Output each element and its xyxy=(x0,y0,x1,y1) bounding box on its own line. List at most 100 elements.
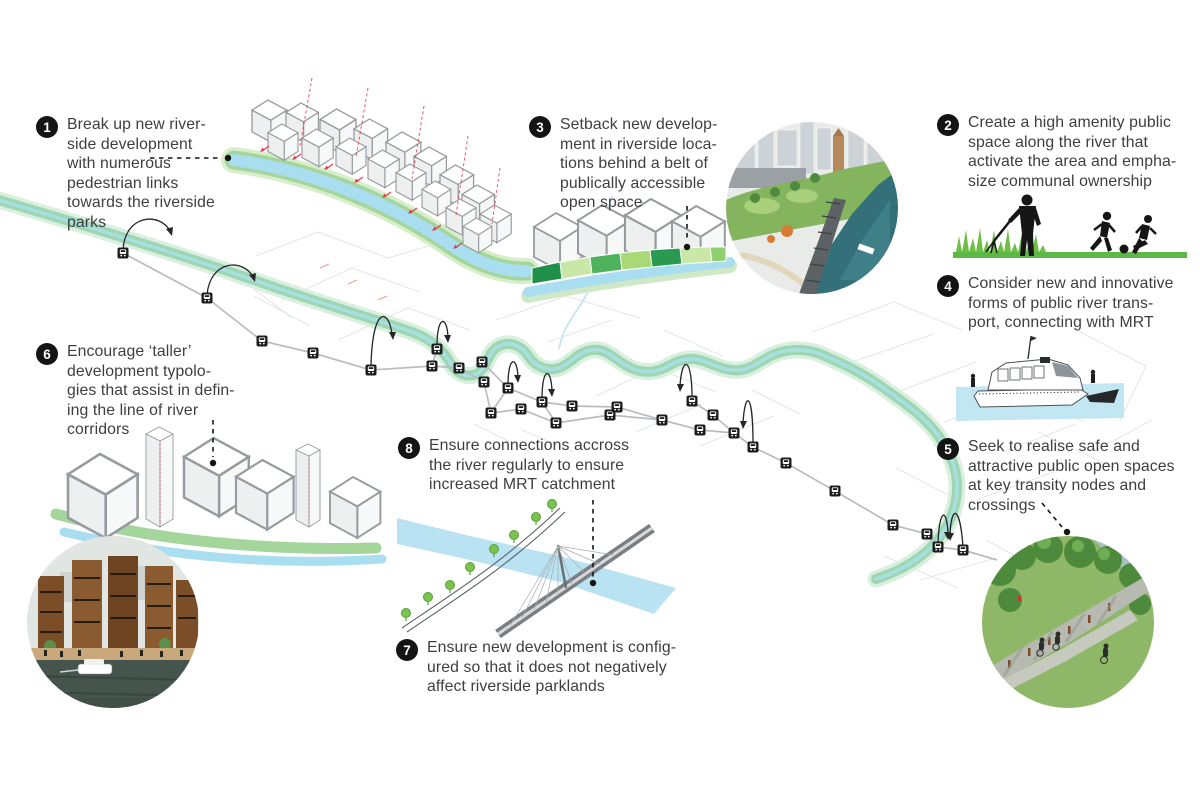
mrt-station-icon xyxy=(485,407,497,419)
mrt-station-icon xyxy=(694,424,706,436)
annotation-2: 2 Create a high amenity public space alo… xyxy=(937,113,1176,191)
mrt-station-icon xyxy=(476,356,488,368)
street-red-marks xyxy=(319,263,388,301)
mrt-station-icon xyxy=(566,400,578,412)
annotation-5-text: Seek to realise safe and attractive publ… xyxy=(968,437,1175,515)
mrt-station-icon xyxy=(478,376,490,388)
annotation-line: pedestrian links xyxy=(67,174,179,192)
annotation-4: 4 Consider new and innovative forms of p… xyxy=(937,274,1174,333)
annotation-7-badge: 7 xyxy=(396,639,418,661)
annotation-line: development typolo- xyxy=(67,362,212,380)
annotation-line: Encourage ‘taller’ xyxy=(67,343,192,360)
annotation-3-text: Setback new develop- ment in riverside l… xyxy=(560,115,717,213)
annotation-5: 5 Seek to realise safe and attractive pu… xyxy=(937,437,1175,515)
annotation-line: size communal ownership xyxy=(968,172,1153,190)
annotation-line: Break up new river- xyxy=(67,116,206,133)
annotation-line: Ensure connections accross xyxy=(429,437,630,454)
annotation-line: crossings xyxy=(968,496,1036,514)
cyclists xyxy=(1036,631,1109,664)
annotation-line: gies that assist in defin- xyxy=(67,382,235,399)
illustration-communal-space-silhouettes xyxy=(953,194,1187,258)
mrt-station-icon xyxy=(611,401,623,413)
mrt-station-icon xyxy=(365,364,377,376)
mrt-station-icon xyxy=(780,457,792,469)
mrt-station-icon xyxy=(957,544,969,556)
open-space-parcels xyxy=(531,246,727,285)
tall-tower-2 xyxy=(294,443,321,528)
pedestrian-crossing-path xyxy=(400,498,566,633)
grass-baseline xyxy=(953,252,1187,258)
annotation-4-badge: 4 xyxy=(937,275,959,297)
annotation-line: open space xyxy=(560,194,643,211)
leader-lines xyxy=(150,157,1063,577)
photo-riverside-cycle-path xyxy=(982,536,1154,708)
annotation-line: ing the line of river xyxy=(67,401,199,419)
annotation-6: 6 Encourage ‘taller’ development typolo-… xyxy=(36,342,235,440)
annotation-line: forms of public river trans- xyxy=(968,294,1154,312)
annotation-6-badge: 6 xyxy=(36,343,58,365)
annotation-7: 7 Ensure new development is config- ured… xyxy=(396,638,676,697)
mrt-station-icon xyxy=(117,247,129,259)
mrt-station-icon xyxy=(453,362,465,374)
annotation-5-badge: 5 xyxy=(937,438,959,460)
bridge-arcs xyxy=(122,218,964,548)
annotation-1: 1 Break up new river- side development w… xyxy=(36,115,215,232)
leader-dots xyxy=(209,154,1071,587)
annotation-line: with numerous xyxy=(67,155,172,172)
annotation-6-text: Encourage ‘taller’ development typolo- g… xyxy=(67,342,235,440)
pedestrian-link-dashes xyxy=(299,77,501,225)
annotation-7-text: Ensure new development is config- ured s… xyxy=(427,638,676,697)
annotation-8-text: Ensure connections accross the river reg… xyxy=(429,436,629,495)
mrt-station-icon xyxy=(921,528,933,540)
ferry-boat xyxy=(970,335,1119,408)
annotation-line: Seek to realise safe and xyxy=(968,438,1140,455)
annotation-line: tions behind a belt of xyxy=(560,155,708,172)
mrt-station-icon xyxy=(656,414,668,426)
annotation-1-badge: 1 xyxy=(36,116,58,138)
photo-riverside-towers xyxy=(27,536,199,708)
pedestrian-link-arrows xyxy=(260,145,463,249)
mrt-station-icon xyxy=(829,485,841,497)
annotation-line: space along the river that xyxy=(968,133,1148,151)
mrt-station-icon xyxy=(686,395,698,407)
river-corridor xyxy=(0,191,966,588)
annotation-8-badge: 8 xyxy=(398,437,420,459)
annotation-line: Consider new and innovative xyxy=(968,275,1174,292)
photo-riverfront-aerial xyxy=(726,122,898,294)
mrt-station-icon xyxy=(431,343,443,355)
mrt-station-icon xyxy=(932,541,944,553)
annotation-line: ured so that it does not negatively xyxy=(427,658,667,676)
annotation-3: 3 Setback new develop- ment in riverside… xyxy=(529,115,717,213)
illustration-taller-typologies xyxy=(50,426,387,566)
mrt-station-icon xyxy=(550,417,562,429)
annotation-4-text: Consider new and innovative forms of pub… xyxy=(968,274,1174,333)
annotation-line: Setback new develop- xyxy=(560,116,718,133)
annotation-line: publically accessible xyxy=(560,174,706,192)
mrt-station-icon xyxy=(426,360,438,372)
annotation-line: side development xyxy=(67,135,193,153)
tall-tower-1 xyxy=(145,426,174,528)
mrt-station-icon xyxy=(887,519,899,531)
annotation-line: Create a high amenity public xyxy=(968,114,1172,131)
annotation-line: at key transity nodes and xyxy=(968,477,1147,494)
annotation-line: corridors xyxy=(67,421,130,438)
mrt-station-icon xyxy=(201,292,213,304)
annotation-line: towards the riverside xyxy=(67,194,215,211)
annotation-line: parks xyxy=(67,213,107,231)
illustration-pedestrian-links xyxy=(221,77,540,285)
annotation-line: increased MRT catchment xyxy=(429,476,616,493)
mrt-station-icon xyxy=(502,382,514,394)
illustration-river-crossings xyxy=(397,498,676,639)
annotation-line: activate the area and empha- xyxy=(968,153,1177,170)
annotation-line: Ensure new development is config- xyxy=(427,639,677,656)
mrt-station-icon xyxy=(307,347,319,359)
illustration-setback-open-space xyxy=(521,197,737,303)
illustration-river-ferry xyxy=(956,335,1124,421)
mrt-station-icon xyxy=(707,409,719,421)
mrt-station-icon xyxy=(256,335,268,347)
annotation-line: the river regularly to ensure xyxy=(429,456,625,474)
annotation-8: 8 Ensure connections accross the river r… xyxy=(398,436,629,495)
man-mowing-silhouette xyxy=(985,194,1041,256)
